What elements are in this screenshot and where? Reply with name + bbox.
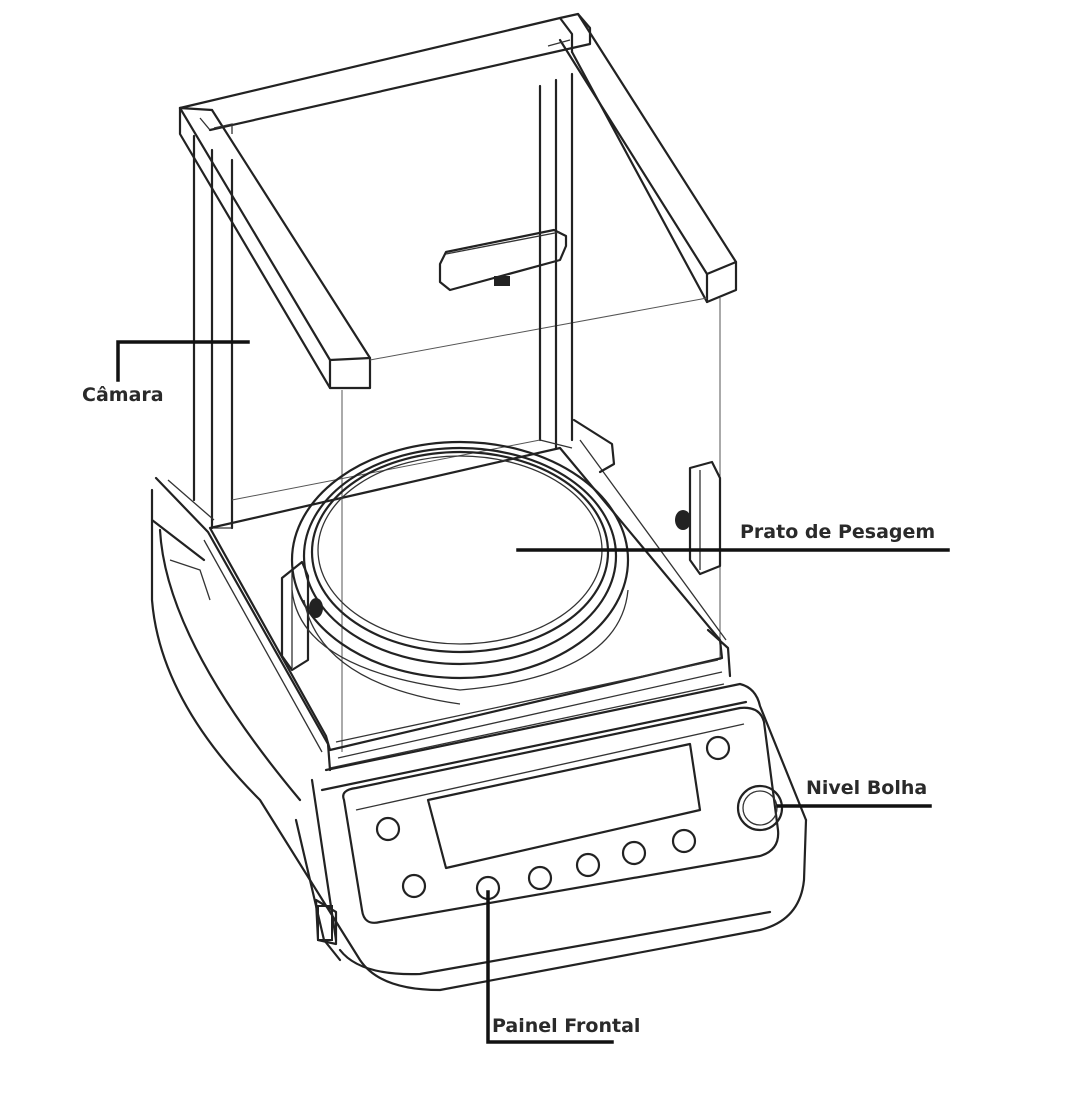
leader-lines (116, 340, 950, 1044)
leader-camara (116, 340, 250, 382)
balance-base (150, 518, 808, 992)
chamber-top-frame (178, 12, 738, 390)
weighing-pan (290, 440, 630, 705)
leader-painel (486, 890, 614, 1044)
right-door-handle (675, 460, 722, 576)
chamber-floor (150, 418, 732, 772)
front-panel (342, 706, 784, 924)
top-door-handle (438, 228, 568, 292)
label-painel-frontal: Painel Frontal (492, 1015, 641, 1037)
label-prato-de-pesagem: Prato de Pesagem (740, 521, 936, 543)
label-camara: Câmara (82, 384, 164, 406)
chamber-posts (192, 72, 721, 752)
label-nivel-bolha: Nivel Bolha (806, 777, 928, 799)
